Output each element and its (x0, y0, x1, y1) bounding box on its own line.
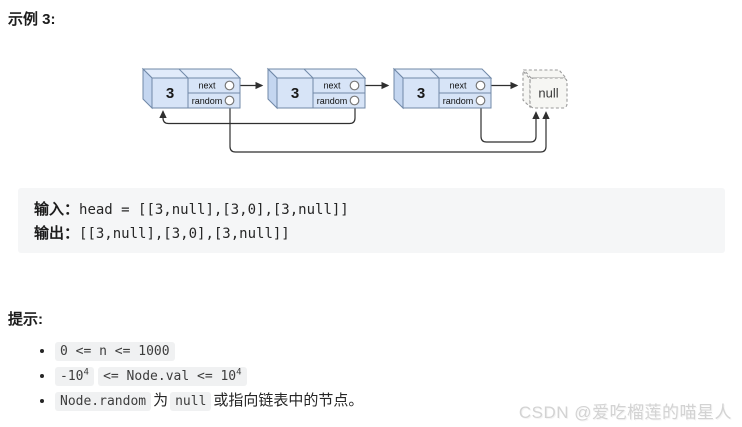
constraints-title: 提示: (8, 311, 43, 328)
next-field-label: next (198, 81, 216, 91)
constraint-text: 为 (153, 392, 169, 409)
top-divider (429, 68, 440, 79)
node-value: 3 (166, 85, 174, 102)
constraint-item-n-range: 0 <= n <= 1000 (55, 341, 365, 361)
code-base: -10 (60, 369, 84, 384)
next-field-label: next (323, 81, 341, 91)
null-side-face (522, 69, 531, 109)
constraint-item-val-range: -104 <= Node.val <= 104 (55, 366, 365, 386)
constraint-text: 或指向链表中的节点。 (213, 392, 364, 409)
output-value: [[3,null],[3,0],[3,null]] (79, 226, 290, 242)
node-top-face (141, 68, 242, 79)
random-arrow-node3-to-null (480, 105, 540, 143)
null-top-face (522, 69, 568, 79)
node-value: 3 (417, 85, 425, 102)
code-exponent: 4 (83, 367, 89, 378)
node-top-face (266, 68, 367, 79)
top-divider (178, 68, 189, 79)
random-field-label: random (443, 96, 474, 106)
input-label: 输入： (34, 201, 80, 218)
null-node: null (522, 69, 568, 109)
random-pointer-dot (475, 95, 486, 106)
random-arrow-node2-to-node1 (159, 105, 356, 125)
output-line: 输出：[[3,null],[3,0],[3,null]] (34, 222, 709, 246)
code-base: <= Node.val <= 10 (103, 369, 237, 384)
output-label: 输出： (34, 225, 80, 242)
node-top-face (392, 68, 493, 79)
random-pointer-dot (349, 95, 360, 106)
random-field-label: random (317, 96, 348, 106)
list-node-3: 3 next random (392, 67, 493, 110)
example-title: 示例 3: (8, 11, 56, 28)
constraint-code: -104 (55, 367, 94, 386)
csdn-watermark: CSDN @爱吃榴莲的喵星人 (518, 403, 732, 422)
input-value: head = [[3,null],[3,0],[3,null]] (79, 202, 349, 218)
null-label: null (538, 86, 558, 101)
next-pointer-dot (349, 80, 360, 91)
constraints-list: 0 <= n <= 1000 -104 <= Node.val <= 104 N… (36, 341, 365, 416)
random-arrow-node1-to-null (229, 105, 550, 153)
top-divider (303, 68, 314, 79)
random-pointer-dot (224, 95, 235, 106)
list-node-2: 3 next random (266, 67, 367, 110)
input-line: 输入：head = [[3,null],[3,0],[3,null]] (34, 198, 709, 222)
node-value: 3 (291, 85, 299, 102)
next-field-label: next (449, 81, 467, 91)
constraint-code: null (170, 392, 212, 411)
next-pointer-dot (475, 80, 486, 91)
list-node-1: 3 next random (141, 67, 242, 110)
next-pointer-dot (224, 80, 235, 91)
code-exponent: 4 (236, 367, 242, 378)
random-field-label: random (192, 96, 223, 106)
constraint-code: <= Node.val <= 104 (98, 367, 247, 386)
constraint-code: 0 <= n <= 1000 (55, 342, 175, 361)
example-io-block: 输入：head = [[3,null],[3,0],[3,null]] 输出：[… (18, 188, 725, 253)
null-front-face (529, 77, 568, 109)
constraint-code: Node.random (55, 392, 152, 411)
linked-list-diagram: 3 next random 3 next random 3 next rando… (141, 67, 568, 153)
